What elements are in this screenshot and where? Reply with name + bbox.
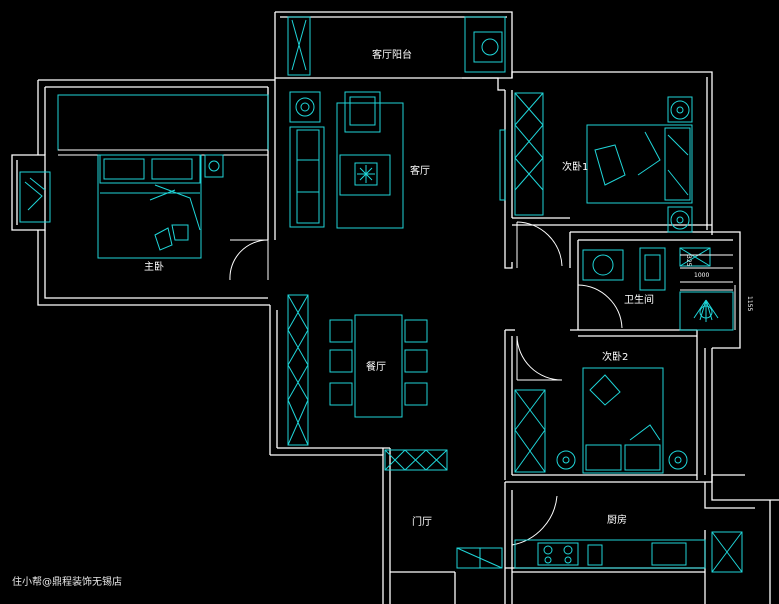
dining-furniture — [287, 294, 448, 471]
bedroom1-furniture — [499, 92, 693, 233]
bathroom-fixtures — [582, 247, 734, 331]
label-bedroom-2: 次卧2 — [602, 350, 628, 363]
kitchen-fixtures — [456, 531, 743, 573]
label-living-room: 客厅 — [410, 164, 430, 177]
room-labels: 客厅阳台 客厅 主卧 次卧1 卫生间 餐厅 次卧2 门厅 厨房 — [144, 48, 654, 528]
doors — [229, 221, 623, 546]
label-balcony: 客厅阳台 — [372, 48, 412, 61]
dimension-lines: 325 1000 1155 — [680, 254, 753, 330]
bedroom2-furniture — [514, 367, 688, 474]
label-bedroom-1: 次卧1 — [562, 160, 588, 173]
label-kitchen: 厨房 — [607, 513, 627, 526]
master-bedroom-furniture — [19, 94, 269, 259]
walls — [11, 11, 779, 604]
label-master-bedroom: 主卧 — [144, 260, 164, 273]
label-foyer: 门厅 — [412, 515, 432, 528]
dim-325: 325 — [685, 255, 692, 267]
balcony-furniture — [287, 16, 506, 76]
living-furniture — [289, 91, 404, 229]
dim-1155: 1155 — [746, 296, 753, 311]
label-bathroom: 卫生间 — [624, 293, 654, 306]
dim-1000: 1000 — [694, 272, 709, 279]
label-dining-room: 餐厅 — [366, 360, 386, 373]
watermark: 住小帮@鼎程装饰无锡店 — [12, 575, 122, 588]
